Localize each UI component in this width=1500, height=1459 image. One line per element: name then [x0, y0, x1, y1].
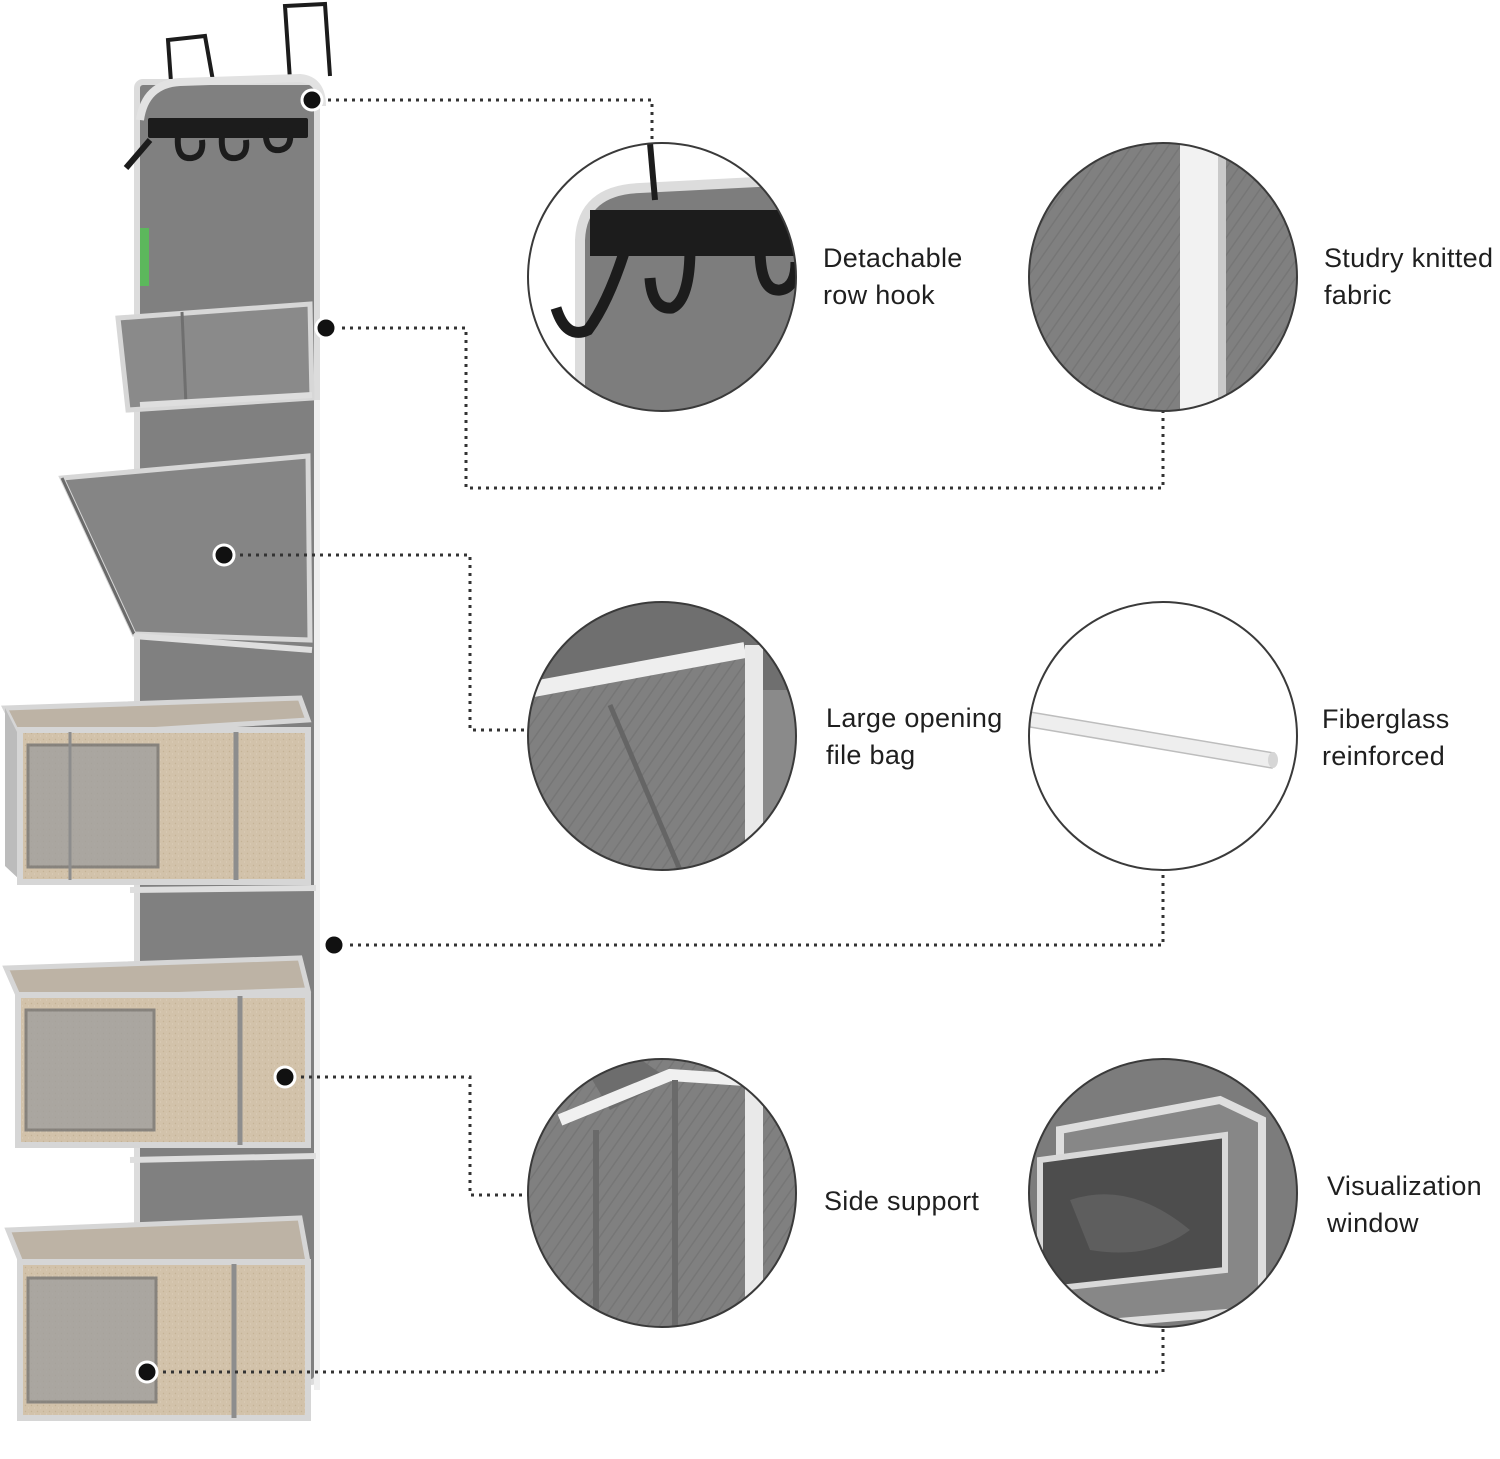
- callout-dot-icon: [322, 933, 346, 957]
- label-line: reinforced: [1322, 741, 1446, 771]
- callout-dot-icon: [273, 1065, 297, 1089]
- small-pockets: [115, 301, 315, 413]
- row-hook-bar: [123, 118, 308, 170]
- detail-circle-file-bag: [527, 601, 797, 871]
- label-line: row hook: [823, 280, 935, 310]
- detail-circle-fabric: [1028, 142, 1298, 412]
- label-fiberglass-reinforced: Fiberglass reinforced: [1322, 701, 1450, 775]
- detail-circle-hook: [527, 142, 797, 412]
- detail-circle-fiberglass: [1028, 601, 1298, 871]
- label-line: fabric: [1324, 280, 1392, 310]
- callout-dot-icon: [212, 543, 236, 567]
- label-line: Large opening: [826, 703, 1003, 733]
- detail-circle-side-support: [527, 1058, 797, 1328]
- drawer-bin-top: [1, 695, 317, 893]
- detail-circle-window: [1028, 1058, 1298, 1328]
- callout-dot-icon: [300, 88, 324, 112]
- label-line: Visualization: [1327, 1171, 1482, 1201]
- brand-tag: [140, 228, 149, 286]
- over-door-hook-icon: [165, 1, 332, 97]
- drawer-bin-bottom: [4, 1215, 311, 1421]
- leader-lines: [147, 98, 1165, 1374]
- label-line: Side support: [824, 1186, 980, 1216]
- drawer-bin-middle: [2, 955, 317, 1163]
- label-side-support: Side support: [824, 1183, 979, 1220]
- callout-dot-icon: [314, 316, 338, 340]
- callout-dot-icon: [135, 1360, 159, 1384]
- label-visualization-window: Visualization window: [1327, 1168, 1482, 1242]
- label-line: Studry knitted: [1324, 243, 1494, 273]
- label-line: Fiberglass: [1322, 704, 1450, 734]
- label-line: Detachable: [823, 243, 963, 273]
- label-line: window: [1327, 1208, 1419, 1238]
- door-organizer: [1, 1, 332, 1421]
- label-line: file bag: [826, 740, 916, 770]
- label-sturdy-knitted-fabric: Studry knitted fabric: [1324, 240, 1493, 314]
- label-detachable-row-hook: Detachable row hook: [823, 240, 963, 314]
- callout-dots: [135, 88, 346, 1384]
- file-bag: [58, 453, 313, 653]
- label-large-opening-file-bag: Large opening file bag: [826, 700, 1003, 774]
